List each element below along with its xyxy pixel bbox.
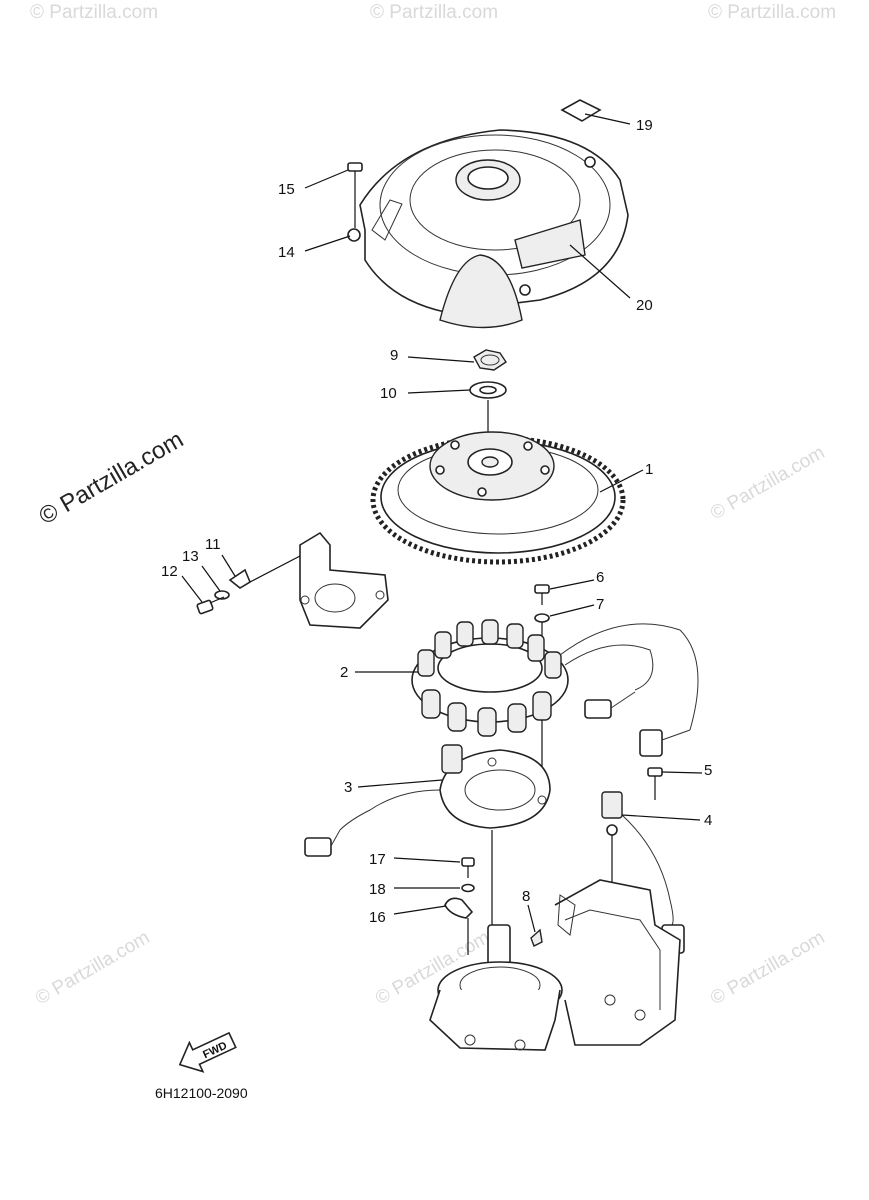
watermark-main: © Partzilla.com	[35, 426, 189, 530]
callout-label: 20	[636, 297, 653, 314]
callout-label: 15	[278, 181, 295, 198]
fwd-arrow-icon: FWD	[178, 1031, 237, 1073]
watermark-faint: © Partzilla.com	[32, 927, 153, 1009]
callout-label: 19	[636, 117, 653, 134]
flywheel-washer	[469, 381, 507, 399]
watermark-faint: © Partzilla.com	[708, 2, 836, 23]
mounting-bracket	[196, 531, 389, 629]
callout-label: 16	[369, 909, 386, 926]
watermark-faint: © Partzilla.com	[370, 2, 498, 23]
callout-leaders	[181, 113, 703, 933]
callout-label: 13	[182, 548, 199, 565]
callout-label: 8	[522, 888, 530, 905]
flywheel-cover	[347, 129, 629, 329]
callout-label: 17	[369, 851, 386, 868]
callout-labels: 19 15 14 20 9 10 1 11 13 12 6 7 2 3 5 4 …	[161, 117, 712, 926]
callout-label: 14	[278, 244, 295, 261]
callout-label: 18	[369, 881, 386, 898]
callout-label: 11	[205, 536, 221, 553]
sensor-screw	[647, 767, 663, 800]
stator-coil	[411, 619, 699, 757]
callout-label: 12	[161, 563, 178, 580]
callout-label: 2	[340, 664, 348, 681]
callout-label: 1	[645, 461, 653, 478]
flywheel	[370, 431, 626, 565]
wire-clamp	[444, 897, 474, 919]
callout-label: 6	[596, 569, 604, 586]
pulser-coil-base	[304, 744, 551, 857]
callout-label: 3	[344, 779, 352, 796]
clamp-washer	[461, 883, 475, 893]
callout-label: 7	[596, 596, 604, 613]
clamp-screw	[461, 857, 475, 878]
callout-label: 10	[380, 385, 397, 402]
crankcase-powerhead	[429, 879, 681, 1051]
decal-sticker	[560, 99, 602, 122]
callout-label: 9	[390, 347, 398, 364]
stator-washer	[534, 613, 550, 623]
callout-label: 5	[704, 762, 712, 779]
watermark-faint: © Partzilla.com	[707, 927, 828, 1009]
drawing-code: 6H12100-2090	[155, 1085, 248, 1101]
watermark-faint: © Partzilla.com	[30, 2, 158, 23]
woodruff-key	[530, 928, 543, 947]
screw	[347, 162, 363, 228]
fwd-arrow-label: FWD	[201, 1040, 229, 1061]
callout-label: 4	[704, 812, 712, 829]
flywheel-nut	[473, 349, 507, 371]
stator-screw	[534, 584, 550, 605]
watermark-faint: © Partzilla.com	[707, 442, 828, 524]
